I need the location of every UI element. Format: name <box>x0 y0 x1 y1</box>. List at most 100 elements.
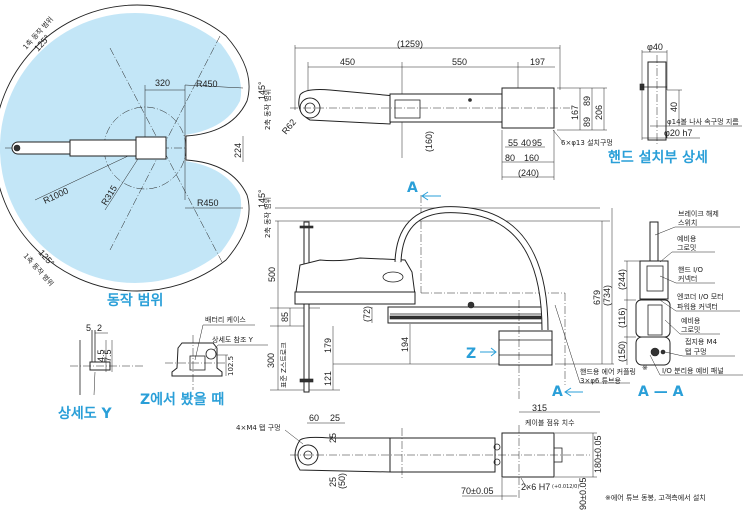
air-tube-note: ※에어 튜브 동봉, 고객측에서 설치 <box>605 493 706 502</box>
pin-holes-tolerance: (+0.012/0) <box>552 484 579 490</box>
dim-315: 315 <box>532 403 547 413</box>
arm1-side-housing <box>295 257 416 303</box>
dim-80: 80 <box>505 153 515 163</box>
bottom-dim-70: 70±0.05 <box>461 486 493 496</box>
aa-dim-150: (150) <box>617 341 627 362</box>
dim-r450-bottom: R450 <box>197 198 219 208</box>
section-a-marker-top: A <box>407 180 418 196</box>
dim-55: 55 <box>508 138 518 148</box>
axis2-angle-bottom: 145° <box>257 189 267 208</box>
hand-shaft-dim: φ20 h7 <box>664 128 692 138</box>
bottom-dim-60: 60 <box>309 413 319 423</box>
tap-holes-label: 4×M4 탭 구멍 <box>236 423 281 432</box>
dim-206: 206 <box>594 105 604 120</box>
base-outline <box>135 136 167 160</box>
dim-95: 95 <box>532 138 542 148</box>
encoder-connector-label-2: 파워용 커넥터 <box>677 302 718 311</box>
bottom-dim-25-b: 25 <box>328 433 338 443</box>
base-bottom-outline <box>501 432 555 478</box>
dim-320: 320 <box>155 78 170 88</box>
aa-upper-block <box>639 260 669 300</box>
dim-197: 197 <box>530 57 545 67</box>
dim-734-ref: (734) <box>602 285 612 306</box>
detail-y-reference-label: 상세도 참조 Y <box>212 335 254 344</box>
spare-grommet-2-label-2: 그로밋 <box>681 325 700 334</box>
ground-tap-label-2: 탭 구멍 <box>685 347 707 356</box>
brake-release-label-1: 브레이크 해제 <box>678 209 719 218</box>
brake-release-label-2: 스위치 <box>678 218 697 227</box>
dim-r450-top: R450 <box>196 79 218 89</box>
dim-72-ref: (72) <box>362 306 372 322</box>
dim-450: 450 <box>340 57 355 67</box>
motion-range-title: 동작 범위 <box>107 292 163 309</box>
z-view-dim-102-5: 102.5 <box>227 356 235 376</box>
hand-detail-title: 핸드 설치부 상세 <box>608 150 708 166</box>
pin-holes-label: 2×6 H7 <box>521 482 550 492</box>
axis2-angle-top: 145° <box>257 81 267 100</box>
section-a-marker-bottom: A <box>552 384 563 400</box>
aa-middle-block <box>635 299 671 338</box>
bottom-dim-25-c: 25 <box>328 477 338 487</box>
dim-overall-length: (1259) <box>397 39 423 49</box>
spare-grommet-2-label-1: 예비용 <box>681 316 701 325</box>
bottom-dim-50-ref: (50) <box>337 473 347 489</box>
hand-io-label-2: 커넥터 <box>678 274 697 283</box>
dim-167: 167 <box>570 105 580 120</box>
detail-y-view: 5 2 4.5 7.5 상세도 Y <box>58 323 145 422</box>
encoder-connector-label-1: 엔코더 I/O 모터 <box>677 292 724 301</box>
dim-194: 194 <box>400 337 410 352</box>
spare-grommet-1-label-2: 그로밋 <box>677 243 696 252</box>
aa-dim-244: (244) <box>617 269 627 290</box>
dim-160-ref: (160) <box>424 131 434 152</box>
standard-z-stroke-label: 표준 Z스트로크 <box>280 342 288 388</box>
z-view: 배터리 케이스 상세도 참조 Y 102.5 Z에서 봤을 때 <box>140 315 268 408</box>
dim-89-bottom: 89 <box>582 117 592 127</box>
motion-range-view: 1축 동작 범위 125° 1축 동작 범위 125° 145° 2축 동작 범… <box>0 4 272 309</box>
mount-holes-label: 6×φ13 설치구멍 <box>561 138 613 147</box>
ground-tap-label-1: 접지용 M4 <box>685 337 718 346</box>
bottom-dim-90: 90±0.05 <box>578 478 588 510</box>
axis2-range-label-bottom: 2축 동작 범위 <box>263 197 272 238</box>
detail-y-dim-4-5: 4.5 <box>96 349 106 362</box>
axis2-range-label-top: 2축 동작 범위 <box>263 89 272 130</box>
aa-dim-116: (116) <box>617 308 627 328</box>
detail-y-dim-5: 5 <box>86 323 91 333</box>
top-view: (1259) 450 550 197 R62 (160) 167 89 89 2… <box>280 39 613 180</box>
bottom-view: 4×M4 탭 구멍 60 25 25 25 (50) 70±0.05 2×6 H… <box>236 413 706 510</box>
base-side <box>498 330 553 366</box>
dim-300: 300 <box>266 353 276 368</box>
spare-grommet-1-label-1: 예비용 <box>677 234 697 243</box>
side-view: A 500 85 300 표준 Z스트 <box>266 180 648 427</box>
hand-dim-phi40: φ40 <box>647 42 663 52</box>
arm2-side <box>387 306 544 324</box>
dim-85: 85 <box>280 312 290 322</box>
detail-y-dim-7-5: 7.5 <box>103 349 113 362</box>
hand-bore-label: φ14볼 나사 속구멍 지름 <box>667 117 739 126</box>
dim-179: 179 <box>323 338 333 353</box>
z-view-title: Z에서 봤을 때 <box>140 391 224 408</box>
section-aa-title: A — A <box>638 384 684 400</box>
detail-y-dim-2: 2 <box>97 323 102 333</box>
z-shaft <box>303 221 310 393</box>
hand-io-label-1: 핸드 I/O <box>678 265 704 274</box>
dim-40: 40 <box>521 138 531 148</box>
arm1-side-base <box>294 291 416 305</box>
z-view-marker: Z <box>466 346 476 362</box>
bottom-dim-25-a: 25 <box>330 413 340 423</box>
dim-550: 550 <box>452 57 467 67</box>
hand-dim-40: 40 <box>669 102 679 112</box>
dim-500: 500 <box>267 267 277 282</box>
dim-121: 121 <box>323 371 333 386</box>
battery-case-label: 배터리 케이스 <box>205 315 246 324</box>
tube-label: 3×φ6 튜브용 <box>580 377 621 385</box>
dim-160: 160 <box>524 153 539 163</box>
outer-range-boundary <box>0 4 250 292</box>
z-view-housing <box>171 342 223 377</box>
bottom-dim-180: 180±0.05 <box>593 436 603 473</box>
section-aa-view: (244) (116) (150) 브레이크 해제 스위치 예비용 그로밋 핸드… <box>617 209 743 400</box>
io-spare-panel-label: I/O 분리용 예비 패널 <box>662 366 724 375</box>
dim-240-ref: (240) <box>518 168 539 178</box>
air-coupling-label: 핸드용 에어 커플링 <box>580 367 636 376</box>
dim-89-top: 89 <box>582 96 592 106</box>
